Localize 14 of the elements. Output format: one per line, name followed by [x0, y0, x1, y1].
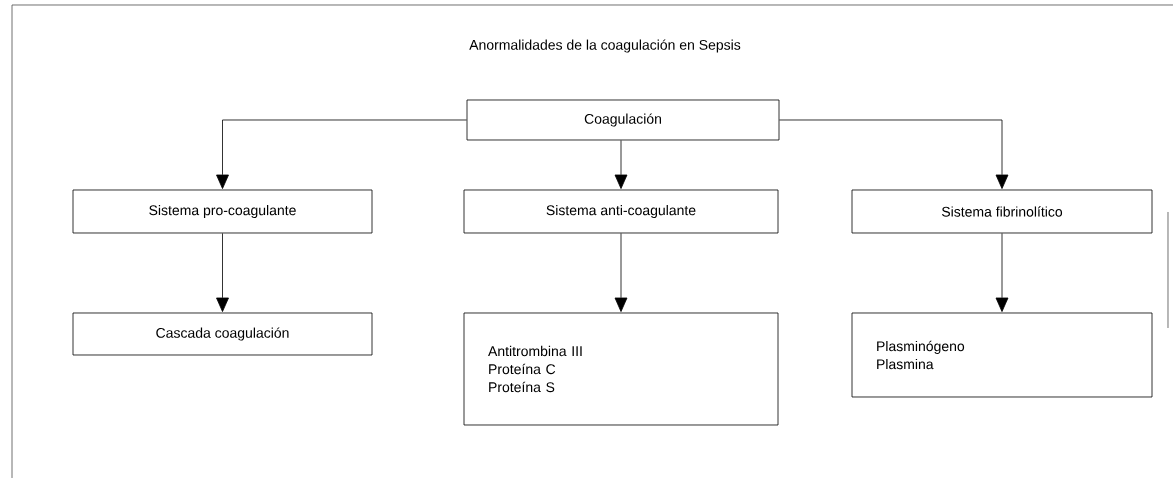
arrow: [995, 233, 1009, 312]
arrow: [614, 140, 628, 189]
arrow: [779, 119, 1009, 189]
title: Anormalidades de la coagulación en Sepsis: [469, 39, 741, 53]
arrow: [216, 119, 467, 189]
process-box: Sistema anti-coagulante: [463, 189, 779, 234]
process-box: Sistema fibrinolítico: [851, 189, 1153, 234]
process-box: Coagulación: [466, 99, 780, 141]
arrow: [216, 233, 229, 312]
process-box: Cascada coagulación: [72, 312, 373, 356]
process-box: Plasminógeno Plasmina: [851, 312, 1153, 398]
arrow: [614, 233, 628, 312]
process-box: Sistema pro-coagulante: [72, 189, 373, 234]
process-box: Antitrombina III Proteína C Proteína S: [463, 312, 779, 426]
